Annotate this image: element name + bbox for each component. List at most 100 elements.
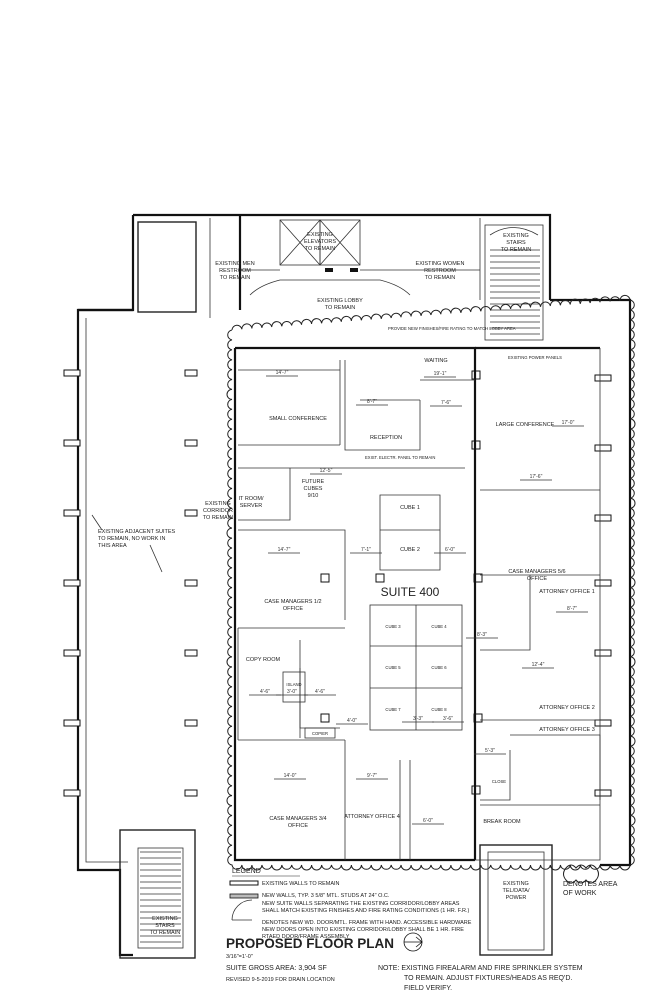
dimension-label: 17'-0" [562, 420, 575, 426]
dimension-label: 9'-7" [367, 773, 377, 779]
shaft [137, 221, 197, 313]
attorney2-label: ATTORNEY OFFICE 2 [539, 705, 595, 711]
notes: PROVIDE NEW FINISHES/FIRE RATING TO MATC… [365, 326, 562, 460]
cloud-legend-icon [563, 864, 599, 884]
column [320, 573, 330, 583]
stairs-top [484, 224, 544, 341]
dimension-label: 6'-0" [445, 547, 455, 553]
stairs-top-label: EXISTING [503, 233, 529, 239]
dimension-label: 5'-3" [485, 748, 495, 754]
legend-new-suite: NEW SUITE WALLS SEPARATING THE EXISTING … [262, 901, 460, 907]
dimension-label: 19'-1" [434, 371, 447, 377]
lobby-finish-note: PROVIDE NEW FINISHES/FIRE RATING TO MATC… [388, 326, 516, 331]
break-room-label: BREAK ROOM [483, 819, 521, 825]
dimension-label: 3'-3" [413, 716, 423, 722]
stairs-bottom-label: EXISTING [152, 916, 178, 922]
legend-door-1: DENOTES NEW WD. DOOR/MTL. FRAME WITH HAN… [262, 920, 472, 926]
corridor-label: EXISTING [205, 501, 231, 507]
column [63, 789, 81, 797]
dimension-label: 17'-6" [530, 474, 543, 480]
dimension-label: 14'-7" [278, 547, 291, 553]
tel-data-label: EXISTING [503, 881, 529, 887]
plan-scale: 3/16"=1'-0" [226, 954, 253, 960]
women-restroom-label: EXISTING WOMEN [416, 261, 465, 267]
legend-new-walls: NEW WALLS, TYP. 3 5/8" MTL. STUDS AT 24"… [262, 893, 390, 899]
dimension-label: 14'-7" [276, 370, 289, 376]
room-labels: SUITE 400 SMALL CONFERENCE WAITING RECEP… [239, 358, 595, 829]
dimension-label: 8'-3" [477, 632, 487, 638]
column [63, 719, 81, 727]
elec-panel-note: EXIST. ELECTR. PANEL TO REMAIN [365, 455, 435, 460]
note-line-3: FIELD VERIFY. [404, 985, 452, 992]
legend: LEGEND EXISTING WALLS TO REMAIN NEW WALL… [229, 868, 472, 940]
column [63, 509, 81, 517]
column [184, 439, 198, 447]
note-line-2: TO REMAIN. ADJUST FIXTURES/HEADS AS REQ'… [404, 975, 572, 982]
dimension-label: 8'-7" [367, 399, 377, 405]
dimension-label: 6'-0" [423, 818, 433, 824]
column [594, 719, 612, 727]
elevator-core [240, 219, 480, 296]
island-label: ISLAND [286, 682, 301, 687]
men-restroom-label: EXISTING MEN [215, 261, 254, 267]
waiting-label: WAITING [424, 358, 447, 364]
svg-text:IT ROOM/SERVER: IT ROOM/SERVER [239, 496, 264, 509]
small-conference-label: SMALL CONFERENCE [269, 416, 327, 422]
cube-label: CUBE 6 [431, 665, 447, 670]
plan-title: PROPOSED FLOOR PLAN [226, 936, 394, 951]
adjacent-suites-label: EXISTING ADJACENT SUITES [98, 529, 176, 535]
dimension-label: 12'-4" [532, 662, 545, 668]
dimension-label: 4'-0" [347, 718, 357, 724]
revised-note: REVISED 9-5-2019 FOR DRAIN LOCATION [226, 977, 335, 983]
close-label: CLOSE [492, 779, 506, 784]
column [594, 444, 612, 452]
case-managers-56-label: CASE MANAGERS 5/6 [508, 569, 565, 575]
cube-label: CUBE 4 [431, 624, 447, 629]
column [63, 439, 81, 447]
column [594, 579, 612, 587]
dimension-label: 7'-1" [361, 547, 371, 553]
dimension-label: 3'-6" [443, 716, 453, 722]
column [594, 374, 612, 382]
dimension-label: 7'-6" [441, 400, 451, 406]
cube2-label: CUBE 2 [400, 547, 420, 553]
column [184, 789, 198, 797]
column [375, 573, 385, 583]
title-block: PROPOSED FLOOR PLAN 3/16"=1'-0" SUITE GR… [226, 864, 618, 992]
cube-label: CUBE 3 [385, 624, 401, 629]
dimension-label: 8'-7" [567, 606, 577, 612]
stairs-bottom [119, 829, 196, 959]
suite-walls [233, 346, 601, 862]
copy-room-label: COPY ROOM [246, 657, 281, 663]
legend-door-2: NEW DOORS OPEN INTO EXISTING CORRIDOR/LO… [262, 927, 464, 933]
legend-existing: EXISTING WALLS TO REMAIN [262, 881, 340, 887]
column [594, 789, 612, 797]
dimensions: 14'-7" 19'-1" 8'-7" 7'-6" 12'-5" 17'-6" 14'-7"… [249, 370, 588, 825]
dimension-label: 14'-0" [284, 773, 297, 779]
column [594, 514, 612, 522]
cube-label: CUBE 8 [431, 707, 447, 712]
attorney4-label: ATTORNEY OFFICE 4 [344, 814, 400, 820]
dimension-label: 12'-5" [320, 468, 333, 474]
dimension-label: 4'-6" [315, 689, 325, 695]
cube1-label: CUBE 1 [400, 505, 420, 511]
dimension-label: 4'-6" [260, 689, 270, 695]
legend-door-3: RTAED DOOR/FRAME ASSEMBLY [262, 934, 350, 940]
column [63, 369, 81, 377]
denotes-area-1: DENOTES AREA [563, 881, 618, 888]
elevators-label: EXISTING [307, 232, 333, 238]
suite-label: SUITE 400 [381, 585, 440, 599]
column [184, 649, 198, 657]
dimension-label: 3'-0" [287, 689, 297, 695]
